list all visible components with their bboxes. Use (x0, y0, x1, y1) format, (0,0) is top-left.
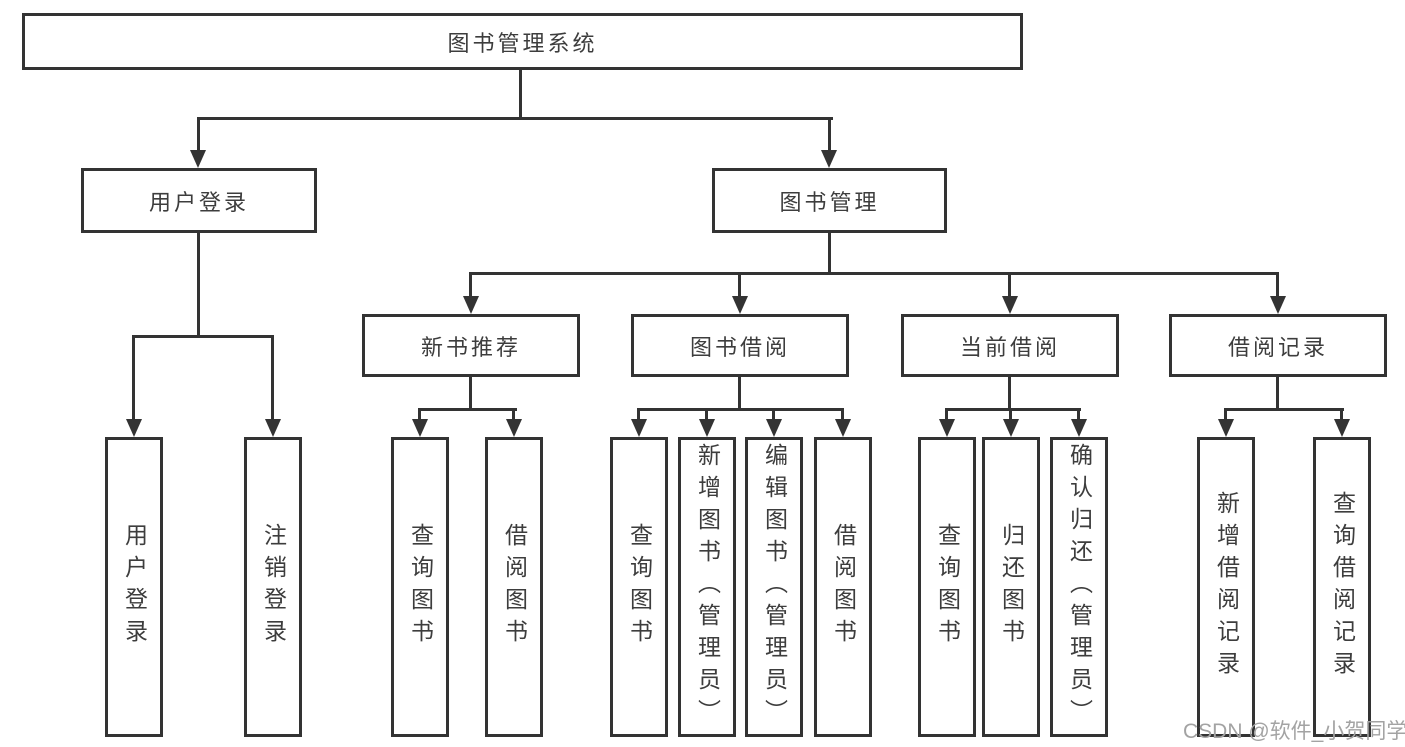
leaf-borrow-book-recommend-label: 借阅图书 (501, 523, 528, 651)
connector-to-node (738, 272, 741, 298)
leaf-return-book-label: 归还图书 (998, 523, 1025, 651)
connector-to-leaf (945, 408, 948, 421)
connector-stem (1008, 377, 1011, 411)
arrow-down-icon (265, 419, 281, 437)
leaf-query-borrow-record-label: 查询借阅记录 (1329, 491, 1356, 683)
connector-to-leaf (418, 408, 421, 421)
node-user-login-label: 用户登录 (148, 189, 249, 215)
connector-to-leaf (772, 408, 775, 421)
connector-branch (418, 408, 517, 411)
node-new-book-recommend: 新书推荐 (362, 314, 580, 377)
node-book-management-label: 图书管理 (779, 189, 880, 215)
leaf-return-book: 归还图书 (982, 437, 1040, 737)
node-borrow-records: 借阅记录 (1169, 314, 1387, 377)
node-book-management: 图书管理 (712, 168, 947, 233)
leaf-logout-label: 注销登录 (260, 523, 287, 651)
arrow-down-icon (631, 419, 647, 437)
connector-branch (637, 408, 844, 411)
node-borrow-records-label: 借阅记录 (1227, 334, 1328, 360)
leaf-user-login: 用户登录 (105, 437, 163, 737)
connector-to-node (1008, 272, 1011, 298)
connector-stem (469, 377, 472, 411)
leaf-confirm-return-admin-label: 确认归还（管理员） (1066, 443, 1093, 731)
node-new-book-recommend-label: 新书推荐 (420, 334, 521, 360)
arrow-down-icon (1270, 296, 1286, 314)
arrow-down-icon (766, 419, 782, 437)
leaf-query-borrow-record: 查询借阅记录 (1313, 437, 1371, 737)
connector-to-leaf (1224, 408, 1227, 421)
arrow-down-icon (732, 296, 748, 314)
node-book-borrow: 图书借阅 (631, 314, 849, 377)
connector-to-book-management (828, 117, 831, 153)
connector-stem (1276, 377, 1279, 411)
connector-book-management-stem (828, 233, 831, 275)
arrow-down-icon (412, 419, 428, 437)
leaf-add-borrow-record-label: 新增借阅记录 (1213, 491, 1240, 683)
arrow-down-icon (190, 150, 206, 168)
connector-to-leaf (637, 408, 640, 421)
arrow-down-icon (939, 419, 955, 437)
connector-to-leaf (841, 408, 844, 421)
connector-to-leaf (271, 335, 274, 421)
node-user-login: 用户登录 (81, 168, 317, 233)
leaf-logout: 注销登录 (244, 437, 302, 737)
connector-branch (1224, 408, 1344, 411)
arrow-down-icon (126, 419, 142, 437)
connector-stem (738, 377, 741, 411)
connector-level2-branch (197, 117, 833, 120)
leaf-edit-book-admin-label: 编辑图书（管理员） (761, 443, 788, 731)
connector-to-leaf (132, 335, 135, 421)
watermark: CSDN @软件_小贺同学 (1183, 720, 1405, 743)
leaf-add-borrow-record: 新增借阅记录 (1197, 437, 1255, 737)
arrow-down-icon (463, 296, 479, 314)
node-current-borrow: 当前借阅 (901, 314, 1119, 377)
leaf-add-book-admin-label: 新增图书（管理员） (694, 443, 721, 731)
leaf-query-book-recommend: 查询图书 (391, 437, 449, 737)
arrow-down-icon (1218, 419, 1234, 437)
arrow-down-icon (1334, 419, 1350, 437)
connector-to-leaf (1077, 408, 1080, 421)
connector-branch (945, 408, 1081, 411)
node-root-label: 图书管理系统 (447, 30, 598, 56)
arrow-down-icon (821, 150, 837, 168)
connector-level3-branch (469, 272, 1279, 275)
node-book-borrow-label: 图书借阅 (689, 334, 790, 360)
connector-to-leaf (1340, 408, 1343, 421)
leaf-query-book-current: 查询图书 (918, 437, 976, 737)
leaf-query-book-recommend-label: 查询图书 (407, 523, 434, 651)
arrow-down-icon (506, 419, 522, 437)
connector-to-leaf (705, 408, 708, 421)
arrow-down-icon (1003, 419, 1019, 437)
connector-to-user-login (197, 117, 200, 153)
arrow-down-icon (835, 419, 851, 437)
arrow-down-icon (1002, 296, 1018, 314)
connector-user-login-stem (197, 233, 200, 338)
arrow-down-icon (699, 419, 715, 437)
connector-to-node (469, 272, 472, 298)
connector-root-stem (519, 69, 522, 119)
connector-to-node (1276, 272, 1279, 298)
connector-to-leaf (512, 408, 515, 421)
arrow-down-icon (1071, 419, 1087, 437)
leaf-query-book-borrow-label: 查询图书 (626, 523, 653, 651)
leaf-borrow-book: 借阅图书 (814, 437, 872, 737)
leaf-query-book-current-label: 查询图书 (934, 523, 961, 651)
leaf-user-login-label: 用户登录 (121, 523, 148, 651)
node-current-borrow-label: 当前借阅 (959, 334, 1060, 360)
node-root: 图书管理系统 (22, 13, 1023, 70)
leaf-borrow-book-label: 借阅图书 (830, 523, 857, 651)
leaf-edit-book-admin: 编辑图书（管理员） (745, 437, 803, 737)
leaf-borrow-book-recommend: 借阅图书 (485, 437, 543, 737)
connector-user-login-branch (132, 335, 274, 338)
connector-to-leaf (1009, 408, 1012, 421)
leaf-add-book-admin: 新增图书（管理员） (678, 437, 736, 737)
leaf-confirm-return-admin: 确认归还（管理员） (1050, 437, 1108, 737)
leaf-query-book-borrow: 查询图书 (610, 437, 668, 737)
